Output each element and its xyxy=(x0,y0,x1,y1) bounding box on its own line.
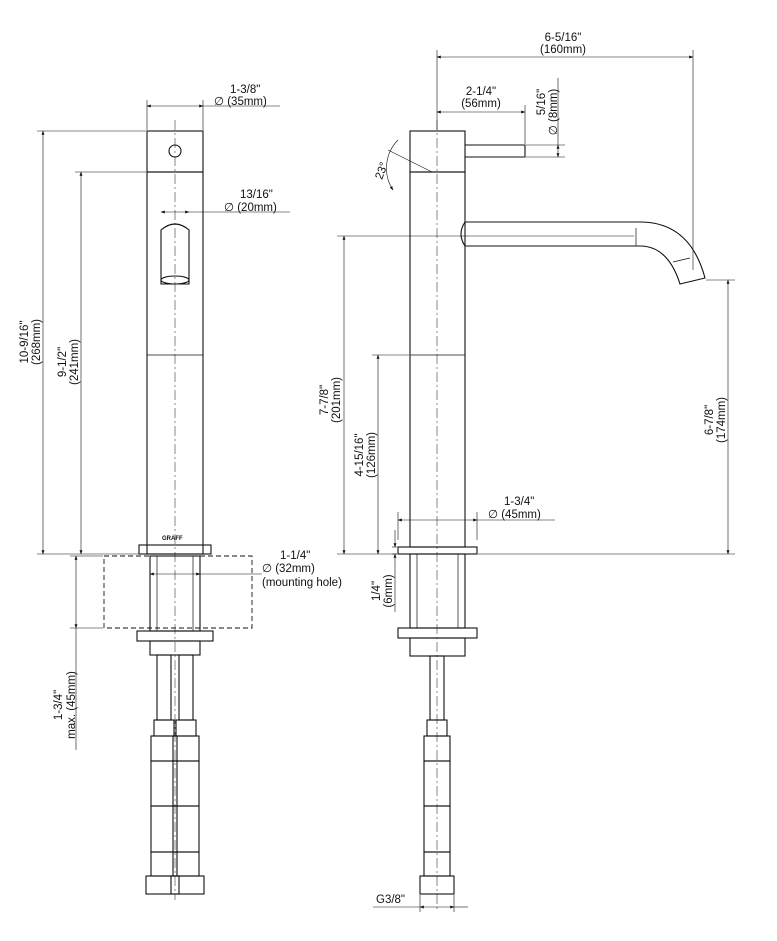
total-height-imperial: 10-9/16" xyxy=(19,320,31,363)
handle-length-metric: (56mm) xyxy=(461,98,501,110)
spout-height-metric: (201mm) xyxy=(331,377,343,423)
spout-diameter-metric: ∅ (20mm) xyxy=(224,202,277,214)
side-handle-lever xyxy=(465,144,526,158)
reach-imperial: 6-5/16" xyxy=(545,32,582,44)
flange-metric: (6mm) xyxy=(383,574,395,607)
side-nut-lower xyxy=(409,637,466,657)
outlet-height-metric: (174mm) xyxy=(716,397,728,443)
handle-diameter-imperial: 5/16" xyxy=(536,89,548,115)
mounting-hole-metric: ∅ (32mm) xyxy=(262,563,315,575)
front-spout xyxy=(160,223,190,285)
front-base-flange xyxy=(138,544,212,555)
body-height-metric: (241mm) xyxy=(69,339,81,385)
side-body xyxy=(409,171,466,548)
max-deck-metric: max. (45mm) xyxy=(66,671,78,739)
lower-height-imperial: 4-15/16" xyxy=(354,433,366,476)
handle-length-imperial: 2-1/4" xyxy=(466,86,496,98)
thread-label: G3/8" xyxy=(376,894,405,906)
body-height-imperial: 9-1/2" xyxy=(57,347,69,377)
handle-diameter-metric: ∅ (8mm) xyxy=(548,89,560,136)
side-base xyxy=(397,546,478,555)
angle-label: 23° xyxy=(374,161,391,181)
body-diameter-imperial: 1-3/8" xyxy=(230,84,260,96)
mounting-hole-note: (mounting hole) xyxy=(262,577,342,589)
flange-imperial: 1/4" xyxy=(371,581,383,601)
side-handle-block xyxy=(409,130,466,173)
max-deck-imperial: 1-3/4" xyxy=(53,690,65,720)
front-deck xyxy=(103,555,253,629)
mounting-hole-imperial: 1-1/4" xyxy=(280,550,310,562)
side-spout xyxy=(465,221,706,285)
side-hose xyxy=(419,655,455,895)
side-view: 6-5/16" (160mm) 2-1/4" (56mm) 5/16" ∅ (8… xyxy=(319,32,735,912)
side-nut xyxy=(397,627,478,639)
base-diameter-imperial: 1-3/4" xyxy=(504,496,534,508)
spout-height-imperial: 7-7/8" xyxy=(319,385,331,415)
base-diameter-metric: ∅ (45mm) xyxy=(488,509,541,521)
front-hoses xyxy=(145,654,205,895)
side-shank xyxy=(409,553,466,629)
outlet-height-imperial: 6-7/8" xyxy=(704,405,716,435)
brand-label: GRAFF xyxy=(162,536,183,542)
front-nut-lower xyxy=(149,640,201,656)
reach-metric: (160mm) xyxy=(540,44,586,56)
front-view: GRAFF xyxy=(19,84,342,900)
lower-height-metric: (126mm) xyxy=(366,432,378,478)
spout-diameter-imperial: 13/16" xyxy=(240,189,273,201)
body-diameter-metric: ∅ (35mm) xyxy=(214,96,267,108)
total-height-metric: (268mm) xyxy=(31,319,43,365)
